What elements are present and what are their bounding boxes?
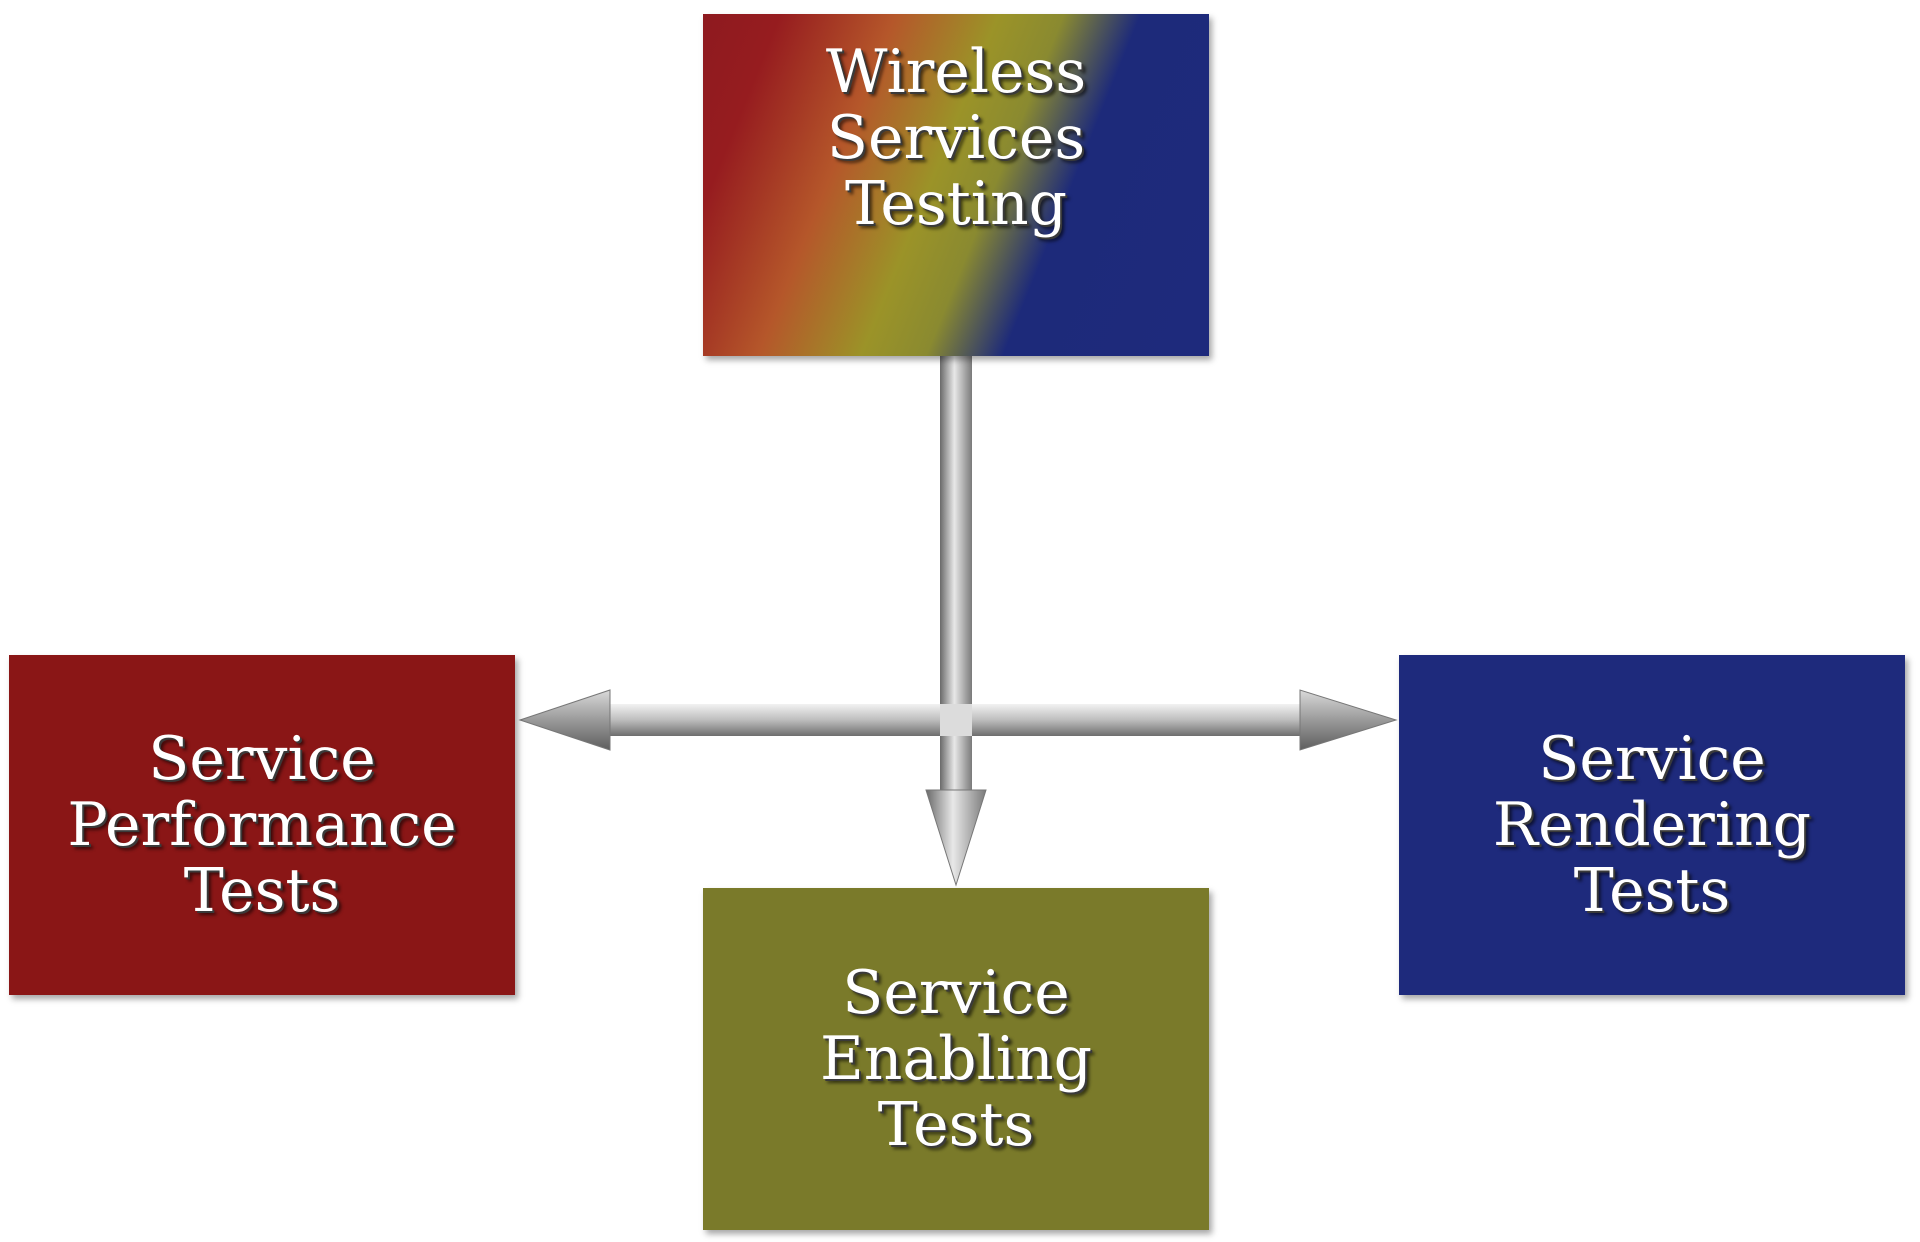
box-label: Tests [183,856,341,926]
box-label: Tests [1573,856,1731,926]
box-label: Testing [844,168,1067,239]
service-rendering-tests-box: Service Rendering Tests [1399,655,1905,995]
box-label: Wireless [825,36,1087,107]
box-label: Service [1538,724,1766,794]
arrow-head-down [925,789,987,887]
box-label: Service [148,724,376,794]
junction [940,704,972,736]
box-label: Enabling [819,1024,1093,1094]
arrow-head-right [1299,689,1398,751]
box-label: Performance [67,790,457,860]
box-label: Service [842,958,1070,1028]
box-label: Tests [877,1090,1035,1160]
box-label: Services [826,102,1086,173]
service-enabling-tests-box: Service Enabling Tests [703,888,1209,1230]
wireless-services-testing-box: Wireless Services Testing [703,14,1209,356]
service-performance-tests-box: Service Performance Tests [9,655,515,995]
box-label: Rendering [1492,790,1812,860]
arrow-head-left [518,689,611,751]
